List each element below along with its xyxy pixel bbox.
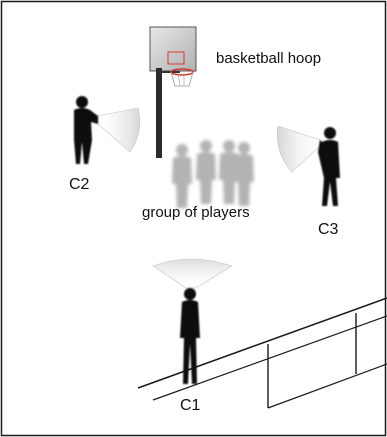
camera-c3-view-cone: [277, 125, 321, 173]
players-group-label: group of players: [142, 204, 250, 221]
camera-c3-label: C3: [318, 221, 339, 238]
hoop-label: basketball hoop: [216, 50, 322, 67]
basketball-hoop: [149, 26, 197, 158]
camera-operator-c2: [74, 96, 98, 164]
railing: [137, 297, 387, 409]
camera-c2-view-cone: [97, 107, 141, 153]
camera-c1-label: C1: [180, 397, 201, 414]
camera-operator-c3: [318, 127, 340, 206]
players-group: [172, 140, 254, 208]
camera-c1-view-cone: [152, 258, 233, 289]
camera-c2-label: C2: [69, 176, 90, 193]
camera-operator-c1: [180, 288, 200, 384]
